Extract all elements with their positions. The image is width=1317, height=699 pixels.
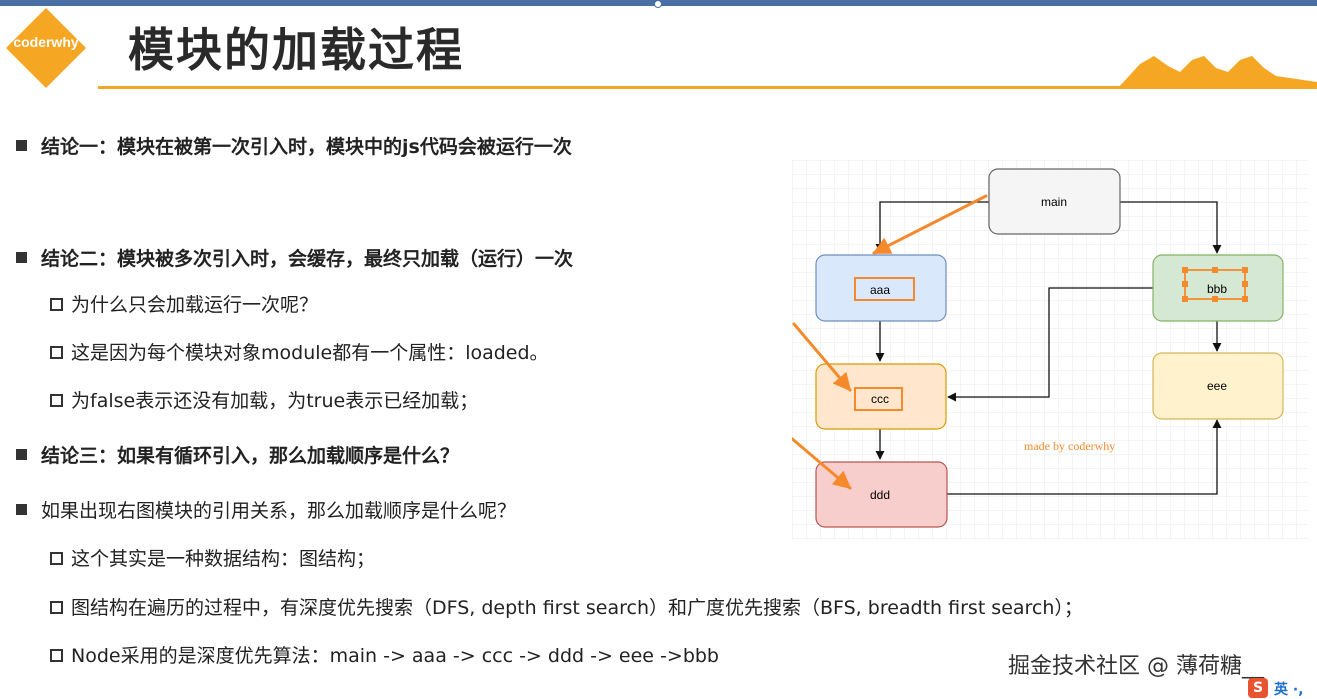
ime-mode-label: 英 ·, (1274, 682, 1304, 698)
sub-text: 为false表示还没有加载，为true表示已经加载； (71, 390, 479, 412)
hollow-square-icon (50, 649, 63, 662)
edges (875, 201, 1222, 495)
bullet-square-icon (16, 449, 27, 460)
conclusion-one-text: 结论一：模块在被第一次引入时，模块中的js代码会被运行一次 (41, 136, 572, 158)
node-ddd: ddd (815, 461, 948, 528)
node-eee: eee (1152, 352, 1284, 420)
diagram-credit: made by coderwhy (1024, 439, 1115, 453)
question-sub-1: 这个其实是一种数据结构：图结构； (50, 544, 375, 571)
orange-arrow-main-to-aaa (872, 194, 988, 255)
conclusion-two: 结论二：模块被多次引入时，会缓存，最终只加载（运行）一次 (16, 244, 573, 271)
question-sub-3: Node采用的是深度优先算法：main -> aaa -> ccc -> ddd… (50, 641, 719, 668)
annotation-arrows (792, 194, 988, 490)
node-eee-label: eee (1207, 379, 1227, 393)
sub-text: 为什么只会加载运行一次呢？ (71, 294, 319, 316)
title-underline (98, 86, 1317, 89)
edge-main-aaa (875, 201, 989, 253)
bullet-square-icon (16, 252, 27, 263)
conclusion-three: 结论三：如果有循环引入，那么加载顺序是什么？ (16, 441, 459, 468)
coderwhy-logo-badge (6, 8, 86, 88)
selection-handle (1242, 281, 1248, 287)
page-title: 模块的加载过程 (128, 23, 464, 77)
edge-ddd-eee (947, 419, 1222, 495)
top-bar-handle (654, 0, 662, 8)
bullet-square-icon (16, 140, 27, 151)
conclusion-three-text: 结论三：如果有循环引入，那么加载顺序是什么？ (41, 445, 460, 467)
selection-handle (1212, 296, 1218, 302)
selection-handle (1182, 267, 1188, 273)
conclusion-one: 结论一：模块在被第一次引入时，模块中的js代码会被运行一次 (16, 132, 572, 159)
sub-text: 图结构在遍历的过程中，有深度优先搜索（DFS, depth first sear… (71, 597, 1083, 619)
node-bbb: bbb (1152, 254, 1284, 322)
hollow-square-icon (50, 394, 63, 407)
conclusion-two-sub-3: 为false表示还没有加载，为true表示已经加载； (50, 386, 478, 413)
node-main-label: main (1041, 195, 1067, 209)
hollow-square-icon (50, 298, 63, 311)
sub-text: 这是因为每个模块对象module都有一个属性：loaded。 (71, 342, 549, 364)
conclusion-two-sub-1: 为什么只会加载运行一次呢？ (50, 290, 318, 317)
module-graph-diagram: main aaa bbb ccc ddd eee made by coderwh… (792, 160, 1308, 540)
selection-handle (1242, 267, 1248, 273)
selection-handle (1182, 296, 1188, 302)
selection-handle (1212, 267, 1218, 273)
conclusion-two-text: 结论二：模块被多次引入时，会缓存，最终只加载（运行）一次 (41, 248, 574, 270)
logo-text: coderwhy (13, 34, 79, 50)
edge-bbb-ccc (947, 287, 1153, 402)
sogou-ime-icon: S (1248, 678, 1268, 698)
mountains-decoration (1118, 56, 1317, 88)
highlight-box (854, 277, 915, 301)
hollow-square-icon (50, 346, 63, 359)
orange-arrow-to-ddd (792, 436, 852, 490)
question-bullet: 如果出现右图模块的引用关系，那么加载顺序是什么呢？ (16, 496, 516, 523)
sub-text: Node采用的是深度优先算法：main -> aaa -> ccc -> ddd… (71, 645, 719, 667)
orange-arrow-to-ccc (792, 322, 852, 392)
sub-text: 这个其实是一种数据结构：图结构； (71, 548, 376, 570)
hollow-square-icon (50, 601, 63, 614)
node-ddd-label: ddd (870, 488, 890, 502)
node-aaa-label: aaa (870, 283, 890, 297)
highlight-box (854, 387, 903, 411)
hollow-square-icon (50, 552, 63, 565)
ime-indicator[interactable]: S 英 ·, (1246, 678, 1317, 699)
node-ccc-label: ccc (871, 392, 889, 406)
edge-main-bbb (1120, 201, 1222, 254)
node-main: main (988, 168, 1121, 235)
conclusion-two-sub-2: 这是因为每个模块对象module都有一个属性：loaded。 (50, 338, 549, 365)
top-window-bar (0, 0, 1317, 8)
question-text: 如果出现右图模块的引用关系，那么加载顺序是什么呢？ (41, 500, 517, 522)
node-bbb-label: bbb (1207, 282, 1227, 296)
bullet-square-icon (16, 504, 27, 515)
juejin-watermark: 掘金技术社区 @ 薄荷糖__ (1008, 654, 1264, 679)
question-sub-2: 图结构在遍历的过程中，有深度优先搜索（DFS, depth first sear… (50, 593, 1083, 620)
selection-handle (1182, 281, 1188, 287)
selection-handle (1242, 296, 1248, 302)
node-aaa: aaa (815, 254, 947, 322)
